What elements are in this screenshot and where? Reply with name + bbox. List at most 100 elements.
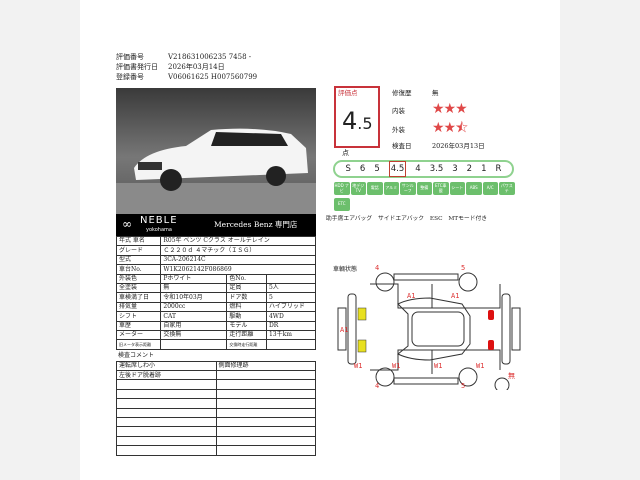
comment-row bbox=[116, 417, 317, 428]
spec-value: ハイブリッド bbox=[265, 301, 317, 313]
equipment-icon: 地デジ TV bbox=[350, 182, 366, 195]
yellow-mark bbox=[357, 307, 367, 321]
equipment-icon: 整備 bbox=[416, 182, 432, 195]
registration-number: V06061625 H007560799 bbox=[168, 73, 258, 81]
equipment-icon: ETC bbox=[334, 198, 350, 211]
diagram-title: 車輌状態 bbox=[333, 266, 358, 273]
repair-value: 無 bbox=[432, 89, 439, 97]
features-text: 助手席エアバッグ サイドエアバック ESC MTモード付き bbox=[326, 216, 488, 222]
inspection-date-label: 検査日 bbox=[392, 142, 412, 150]
header-label: 評価書発行日 bbox=[116, 63, 158, 71]
comment-cell bbox=[116, 417, 217, 428]
equipment-icon: アルミ bbox=[383, 182, 399, 195]
grade-item: 5 bbox=[374, 164, 380, 174]
spec-label: 外装色 bbox=[115, 273, 162, 284]
grade-item: 3.5 bbox=[429, 164, 444, 174]
equipment-icon: パワステ bbox=[499, 182, 515, 195]
score-value: 4.5点 bbox=[342, 107, 373, 157]
spec-label: 駆動 bbox=[226, 311, 267, 322]
spec-label: モデル bbox=[226, 320, 267, 331]
comment-cell bbox=[116, 426, 217, 437]
spec-label: 燃料 bbox=[226, 301, 267, 313]
comment-cell bbox=[116, 398, 217, 409]
issue-date: 2026年03月14日 bbox=[168, 63, 225, 71]
spec-value: 2000cc bbox=[160, 301, 228, 313]
comment-cell bbox=[116, 388, 217, 400]
header-label: 登録番号 bbox=[116, 73, 144, 81]
spec-label: 排気量 bbox=[115, 301, 162, 313]
comment-cell: 側面修理跡 bbox=[215, 360, 317, 372]
spec-value: W1K2062142F086869 bbox=[160, 264, 316, 275]
spec-label: グレード bbox=[115, 245, 162, 256]
comment-cell bbox=[215, 407, 317, 419]
grade-item: 4 bbox=[415, 164, 421, 174]
comment-cell bbox=[116, 407, 217, 419]
spec-value: Ｃ２２０ｄ ４マチック（ＩＳＧ） bbox=[160, 245, 316, 256]
dealer-banner: ∞ NEBLE yokohama Mercedes Benz 専門店 bbox=[116, 214, 316, 236]
equipment-icon: サンルーフ bbox=[400, 182, 416, 195]
yellow-mark bbox=[357, 339, 367, 353]
red-mark bbox=[488, 340, 494, 350]
header-label: 評価番号 bbox=[116, 53, 144, 61]
equipment-icon: シート bbox=[449, 182, 465, 195]
comment-row: 運転席しわ小 側面修理跡 bbox=[116, 360, 317, 372]
spec-value: 4WD bbox=[265, 311, 317, 322]
spec-value: 無 bbox=[160, 282, 228, 294]
spec-value: CAT bbox=[160, 311, 228, 322]
comment-cell bbox=[215, 445, 317, 456]
damage-mark: W1 bbox=[392, 362, 400, 370]
grade-item: 2 bbox=[466, 164, 473, 174]
grade-item: 4.5 bbox=[388, 161, 407, 177]
comment-cell bbox=[116, 379, 217, 390]
damage-mark: 無 bbox=[508, 371, 515, 380]
comment-cell bbox=[215, 398, 317, 409]
spec-value: Pホワイト bbox=[160, 273, 228, 284]
spec-label: ドア数 bbox=[226, 292, 267, 303]
shop-name: Mercedes Benz 専門店 bbox=[214, 220, 298, 229]
damage-mark: A1 bbox=[451, 292, 459, 300]
inspection-date: 2026年03月13日 bbox=[432, 142, 485, 150]
damage-mark: W1 bbox=[476, 362, 484, 370]
comment-cell bbox=[215, 370, 317, 381]
dealer-logo-sub: yokohama bbox=[146, 227, 172, 233]
damage-mark: A1 bbox=[340, 326, 348, 334]
spec-value: DR bbox=[265, 320, 317, 331]
spec-label: 走行距離 bbox=[226, 329, 267, 341]
grade-item: 6 bbox=[359, 164, 366, 174]
spec-label: 車台No. bbox=[115, 264, 162, 275]
comment-cell bbox=[215, 417, 317, 428]
equipment-icon: HDD ナビ bbox=[334, 182, 350, 195]
comment-row: 左後ドア脱着跡 bbox=[116, 370, 317, 381]
comment-cell bbox=[215, 435, 317, 447]
grade-item: R bbox=[495, 164, 502, 174]
damage-mark: A1 bbox=[407, 292, 415, 300]
comments-title: 検査コメント bbox=[118, 351, 155, 359]
damage-mark: 4 bbox=[375, 264, 379, 272]
spec-value bbox=[265, 273, 317, 284]
exterior-label: 外装 bbox=[392, 126, 405, 134]
comment-cell bbox=[215, 426, 317, 437]
spec-label: シフト bbox=[115, 311, 162, 322]
spec-row: 旧メータ表示距離交換時走行距離 bbox=[115, 339, 317, 350]
equipment-icon: 電話 bbox=[367, 182, 383, 195]
spec-value: 13千km bbox=[265, 329, 317, 341]
spec-label: 型式 bbox=[115, 254, 162, 266]
grade-item: 1 bbox=[481, 164, 487, 174]
spec-value: 令和10年03月 bbox=[160, 292, 228, 303]
damage-mark: W1 bbox=[354, 362, 362, 370]
spec-value: 3CA-206214C bbox=[160, 254, 316, 266]
comment-cell bbox=[116, 445, 217, 456]
spec-value: 5 bbox=[265, 292, 317, 303]
spec-value: 自家用 bbox=[160, 320, 228, 331]
